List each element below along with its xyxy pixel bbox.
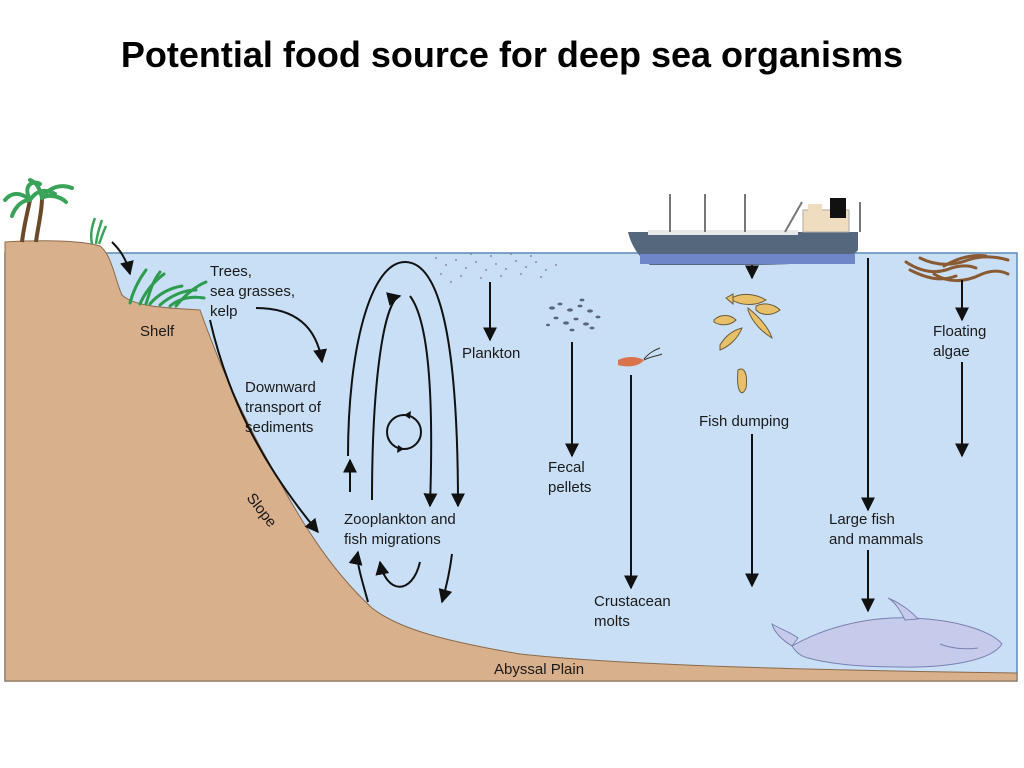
arrow-trees (255, 307, 328, 364)
arrow-migration-down-right (438, 553, 453, 604)
label-trees: Trees, sea grasses, kelp (210, 263, 299, 320)
label-large-fish: Large fish and mammals (829, 511, 923, 548)
label-downward-transport: Downward transport of sediments (245, 379, 325, 436)
crustacean-icon (618, 347, 663, 367)
label-crustacean-molts: Crustacean molts (594, 593, 675, 630)
ship-icon (628, 194, 861, 265)
arrows (111, 241, 969, 613)
arrow-slope-transport (209, 319, 319, 534)
arrow-migration-up-left (348, 550, 369, 603)
label-abyssal-plain: Abyssal Plain (494, 661, 584, 678)
label-plankton: Plankton (462, 345, 520, 362)
whale-icon (771, 597, 1003, 668)
grass-icon (89, 217, 108, 245)
label-floating-algae: Floating algae (933, 323, 991, 360)
label-fish-dumping: Fish dumping (699, 413, 789, 430)
floating-algae-icon (904, 254, 1010, 283)
palm-tree-icon (3, 178, 74, 243)
fecal-pellets-icon (546, 298, 601, 332)
arrow-migration-u (375, 560, 421, 588)
land-mass (4, 240, 1018, 682)
arrow-migration-inner (371, 292, 402, 501)
arrow-migration-inner-down (409, 295, 438, 508)
label-shelf: Shelf (140, 323, 175, 340)
page-title: Potential food source for deep sea organ… (120, 34, 904, 75)
fish-icon (713, 293, 781, 393)
plankton-dots (435, 253, 557, 283)
kelp-icon (128, 268, 208, 308)
ocean-diagram: Trees, sea grasses, kelp Shelf Downward … (3, 178, 1018, 682)
label-fecal-pellets: Fecal pellets (548, 459, 591, 496)
label-zooplankton: Zooplankton and fish migrations (344, 511, 460, 548)
arrow-migration-outer (347, 260, 465, 508)
arrow-runoff (111, 241, 134, 276)
circulation-icon (386, 411, 422, 453)
